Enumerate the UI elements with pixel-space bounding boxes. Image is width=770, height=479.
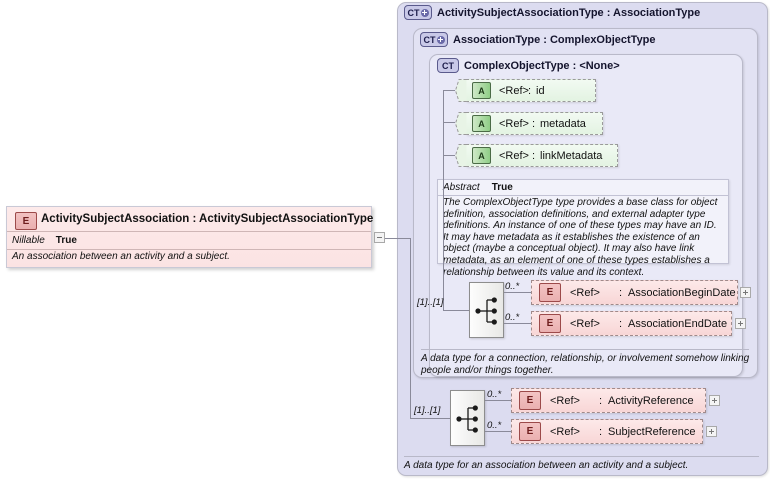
activity-subject-association-type-caption-rule [404, 456, 759, 457]
element-badge-e: E [519, 422, 541, 441]
badge-label-ct: CT [423, 34, 436, 45]
expand-button-subject-reference[interactable] [706, 426, 717, 437]
root-element-title: ActivitySubjectAssociation : ActivitySub… [41, 213, 374, 225]
sequence2-left-rail [410, 240, 411, 418]
element-name-association-begin-date: AssociationBeginDate [628, 286, 736, 299]
element-badge-e: E [539, 314, 561, 333]
sequence2-branch-subject-reference [485, 431, 511, 432]
element-separator: : [599, 425, 603, 438]
sequence1-compositor-icon[interactable] [469, 282, 504, 338]
ct-expandable-icon-association-type[interactable]: CT [420, 32, 448, 47]
documentation-text-association-type: A data type for a connection, relationsh… [421, 353, 750, 376]
nillable-label: Nillable [12, 235, 45, 246]
documentation-text-activity-subject-association-type: A data type for an association between a… [404, 460, 689, 471]
element-ref-label: <Ref> [550, 394, 580, 407]
attribute-name-link-metadata: linkMetadata [540, 149, 603, 162]
element-ref-label: <Ref> [550, 425, 580, 438]
attribute-row-metadata[interactable]: A <Ref> : metadata [455, 112, 603, 135]
attribute-separator: : [528, 84, 532, 97]
attribute-name-metadata: metadata [540, 117, 586, 130]
element-name-subject-reference: SubjectReference [608, 425, 696, 438]
attribute-separator: : [532, 117, 536, 130]
root-to-panel-connector-line [385, 238, 410, 239]
plus-glyph-icon [436, 35, 445, 44]
sequence1-branch-end-date [504, 323, 531, 324]
expand-button-association-begin-date[interactable] [740, 287, 751, 298]
element-row-association-begin-date[interactable]: E <Ref> : AssociationBeginDate [531, 280, 738, 305]
root-element-header: E ActivitySubjectAssociation : ActivityS… [7, 207, 374, 232]
element-row-activity-reference[interactable]: E <Ref> : ActivityReference [511, 388, 706, 413]
sequence2-compositor-icon[interactable] [450, 390, 485, 446]
root-element-documentation: An association between an activity and a… [12, 251, 230, 262]
attribute-badge-a: A [472, 147, 491, 164]
element-name-activity-reference: ActivityReference [608, 394, 694, 407]
attribute-connector-metadata [443, 122, 455, 123]
sequence2-cardinality: [1]..[1] [414, 405, 441, 416]
documentation-header: Abstract True [438, 180, 728, 196]
attribute-pointer-shape [455, 79, 467, 102]
root-element-box-activity-subject-association[interactable]: E ActivitySubjectAssociation : ActivityS… [6, 206, 374, 268]
collapse-button-root-connector[interactable] [374, 232, 385, 243]
badge-label-ct: CT [407, 7, 420, 18]
sequence1-cardinality: [1]..[1] [417, 297, 444, 308]
attribute-ref-label: <Ref> [499, 149, 529, 162]
sequence1-left-rail [443, 162, 444, 310]
root-connector-vertical [410, 238, 411, 240]
element-ref-label: <Ref> [570, 286, 600, 299]
attribute-badge-a: A [472, 115, 491, 132]
abstract-label: Abstract [443, 182, 480, 193]
sequence1-branch-begin-date [504, 292, 531, 293]
panel-title-association-type: AssociationType : ComplexObjectType [453, 34, 656, 46]
panel-title-complex-object-type: ComplexObjectType : <None> [464, 60, 620, 72]
attribute-badge-a: A [472, 82, 491, 99]
association-type-caption-rule [421, 349, 749, 350]
occurrence-activity-reference: 0..* [487, 389, 502, 400]
sequence1-inbound-line [443, 310, 469, 311]
sequence2-branch-activity-reference [485, 400, 511, 401]
sequence2-inbound-line [410, 418, 450, 419]
element-row-subject-reference[interactable]: E <Ref> : SubjectReference [511, 419, 703, 444]
root-element-nillable-row: Nillable True [7, 232, 371, 250]
attribute-connector-link-metadata [443, 155, 455, 156]
attribute-pointer-shape [455, 144, 467, 167]
abstract-value: True [491, 182, 513, 193]
attribute-name-id: id [536, 84, 545, 97]
ct-expandable-icon-activity-subject-association-type[interactable]: CT [404, 5, 432, 20]
expand-button-association-end-date[interactable] [735, 318, 746, 329]
element-badge-e: E [539, 283, 561, 302]
element-row-association-end-date[interactable]: E <Ref> : AssociationEndDate [531, 311, 732, 336]
attribute-ref-label: <Ref> [499, 117, 529, 130]
sequence-glyph-icon [475, 297, 497, 325]
element-separator: : [619, 286, 623, 299]
element-badge-e: E [519, 391, 541, 410]
nillable-value: True [55, 235, 77, 246]
attribute-row-id[interactable]: A <Ref> id : [455, 79, 596, 102]
attribute-separator: : [532, 149, 536, 162]
panel-title-activity-subject-association-type: ActivitySubjectAssociationType : Associa… [437, 7, 701, 19]
documentation-text-complex-object-type: The ComplexObjectType type provides a ba… [443, 197, 718, 278]
attribute-ref-label: <Ref> [499, 84, 529, 97]
element-ref-label: <Ref> [570, 317, 600, 330]
ct-icon-complex-object-type[interactable]: CT [437, 58, 459, 73]
occurrence-association-end-date: 0..* [505, 312, 520, 323]
documentation-box-complex-object-type: Abstract True The ComplexObjectType type… [437, 179, 729, 278]
attribute-connector-id [443, 90, 455, 91]
attribute-row-link-metadata[interactable]: A <Ref> : linkMetadata [455, 144, 618, 167]
attribute-tree-vertical-line [443, 90, 444, 162]
element-separator: : [619, 317, 623, 330]
element-separator: : [599, 394, 603, 407]
sequence-glyph-icon [456, 405, 478, 433]
occurrence-association-begin-date: 0..* [505, 281, 520, 292]
badge-label-ct: CT [442, 60, 454, 71]
occurrence-subject-reference: 0..* [487, 420, 502, 431]
expand-button-activity-reference[interactable] [709, 395, 720, 406]
element-name-association-end-date: AssociationEndDate [628, 317, 728, 330]
element-badge-e: E [15, 212, 37, 230]
attribute-pointer-shape [455, 112, 467, 135]
plus-glyph-icon [420, 8, 429, 17]
